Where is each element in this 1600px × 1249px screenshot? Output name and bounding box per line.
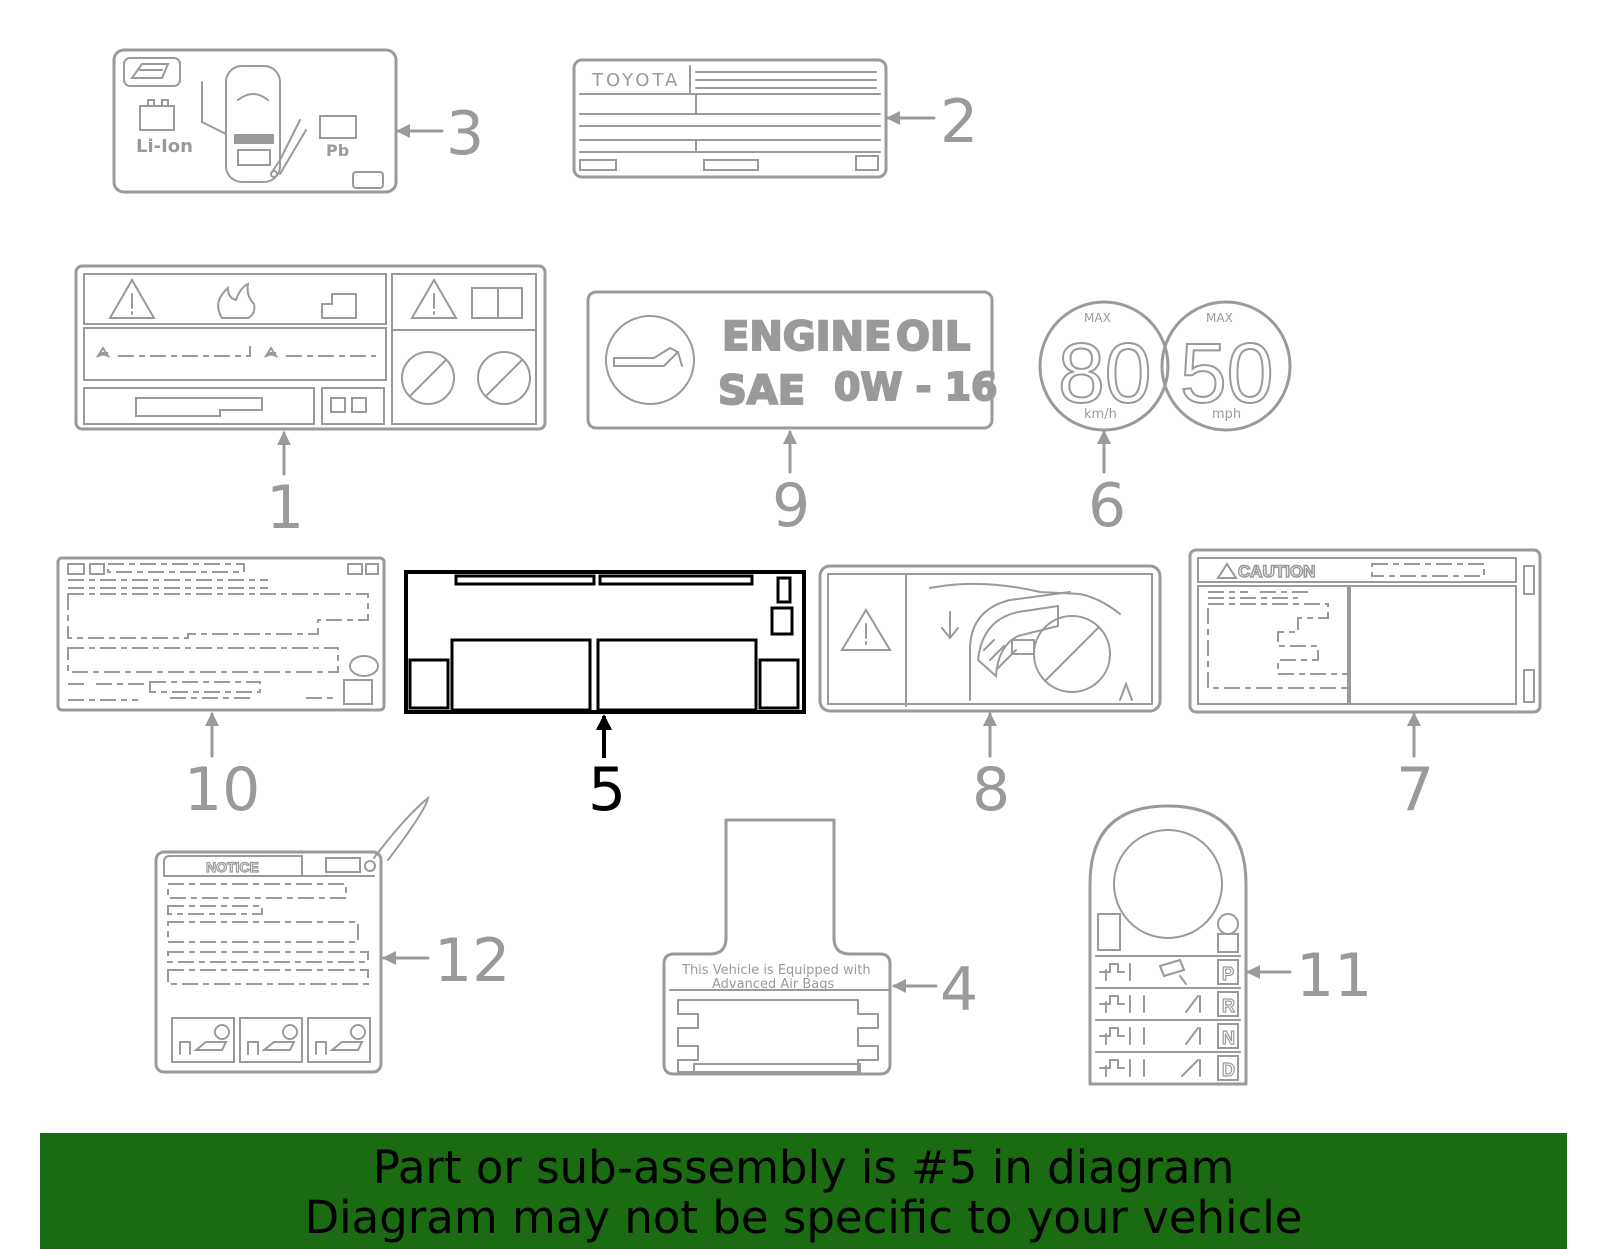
gear-p-text: P bbox=[1222, 964, 1234, 984]
max-text-a: MAX bbox=[1084, 311, 1111, 325]
sae-text: SAE bbox=[718, 368, 805, 414]
unit-kmh-text: km/h bbox=[1084, 407, 1117, 422]
callout-11[interactable]: 11 bbox=[1246, 941, 1372, 1011]
callout-3-number: 3 bbox=[446, 99, 484, 169]
label-7-caution[interactable]: CAUTION bbox=[1188, 548, 1542, 714]
label-10[interactable] bbox=[56, 556, 386, 712]
callout-8-number: 8 bbox=[972, 755, 1010, 825]
gear-r-text: R bbox=[1222, 996, 1235, 1016]
airbag-line1-text: This Vehicle is Equipped with bbox=[681, 963, 871, 978]
label-8[interactable] bbox=[818, 564, 1162, 713]
notice-text: NOTICE bbox=[206, 859, 259, 875]
info-banner: Part or sub-assembly is #5 in diagram Di… bbox=[40, 1133, 1567, 1249]
callout-6[interactable]: 6 bbox=[1088, 430, 1126, 541]
label-12-notice[interactable]: NOTICE bbox=[154, 795, 430, 1074]
gear-d-text: D bbox=[1222, 1060, 1235, 1080]
callout-3[interactable]: 3 bbox=[396, 99, 484, 169]
max-text-b: MAX bbox=[1206, 311, 1233, 325]
label-6-speed[interactable]: MAX MAX 80 50 km/h mph bbox=[1038, 300, 1292, 432]
callout-2[interactable]: 2 bbox=[886, 87, 978, 157]
unit-mph-text: mph bbox=[1212, 407, 1241, 422]
callout-9-number: 9 bbox=[772, 471, 810, 541]
label-2-toyota[interactable]: TOYOTA bbox=[572, 58, 888, 179]
label-9-engine-oil[interactable]: ENGINE OIL SAE 0W - 16 bbox=[586, 290, 998, 430]
speed-kmh-text: 80 bbox=[1058, 326, 1151, 420]
label-4-airbag[interactable]: This Vehicle is Equipped with Advanced A… bbox=[662, 818, 892, 1076]
callout-4-number: 4 bbox=[940, 955, 978, 1025]
callout-2-number: 2 bbox=[940, 87, 978, 157]
callout-12-number: 12 bbox=[434, 926, 510, 996]
speed-mph-text: 50 bbox=[1180, 326, 1273, 420]
callout-7-number: 7 bbox=[1396, 755, 1434, 825]
callout-1[interactable]: 1 bbox=[266, 431, 304, 543]
callout-4[interactable]: 4 bbox=[892, 955, 978, 1025]
banner-line-1: Part or sub-assembly is #5 in diagram bbox=[372, 1141, 1235, 1194]
caution-text: CAUTION bbox=[1238, 562, 1315, 581]
callout-1-number: 1 bbox=[266, 473, 304, 543]
oil-grade-text: 0W - 16 bbox=[834, 365, 997, 409]
callout-8[interactable]: 8 bbox=[972, 712, 1010, 825]
pb-text: Pb bbox=[326, 141, 349, 160]
label-1-warning[interactable] bbox=[74, 264, 547, 431]
callout-5-number: 5 bbox=[588, 755, 626, 825]
banner-line-2: Diagram may not be specific to your vehi… bbox=[304, 1191, 1303, 1244]
callout-12[interactable]: 12 bbox=[382, 926, 510, 996]
airbag-line2-text: Advanced Air Bags bbox=[712, 977, 834, 992]
label-5-selected[interactable] bbox=[404, 570, 806, 714]
gear-n-text: N bbox=[1222, 1028, 1235, 1048]
oil-text: OIL bbox=[896, 314, 970, 360]
label-11-shift[interactable]: P R N D bbox=[1088, 804, 1248, 1086]
engine-text: ENGINE bbox=[722, 314, 891, 360]
parts-diagram: Li-Ion Pb 3 TOYOTA 2 bbox=[56, 48, 1542, 1086]
callout-5[interactable]: 5 bbox=[588, 714, 626, 825]
callout-10-number: 10 bbox=[184, 755, 260, 825]
callout-11-number: 11 bbox=[1296, 941, 1372, 1011]
li-ion-text: Li-Ion bbox=[136, 136, 193, 157]
callout-7[interactable]: 7 bbox=[1396, 712, 1434, 825]
callout-9[interactable]: 9 bbox=[772, 430, 810, 541]
label-3-battery[interactable]: Li-Ion Pb bbox=[112, 48, 398, 194]
callout-10[interactable]: 10 bbox=[184, 712, 260, 825]
callout-6-number: 6 bbox=[1088, 471, 1126, 541]
toyota-text: TOYOTA bbox=[591, 70, 680, 91]
